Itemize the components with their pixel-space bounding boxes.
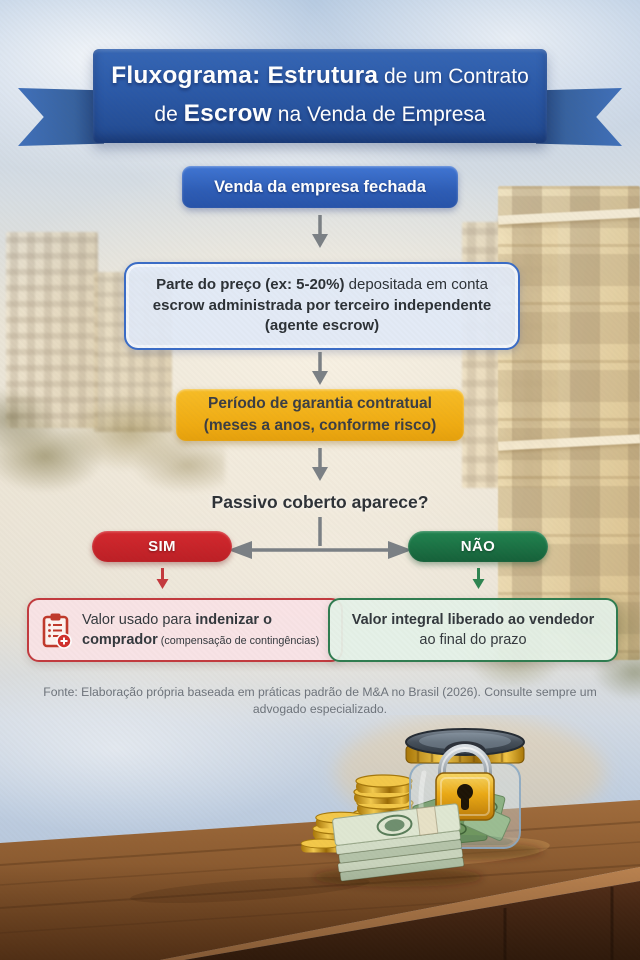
title-banner: Fluxograma: Estrutura de um Contrato de … (93, 49, 547, 143)
banner-title-line1: Fluxograma: Estrutura de um Contrato (111, 61, 529, 89)
node-escrow-deposit: Parte do preço (ex: 5-20%) depositada em… (124, 262, 520, 350)
decision-question-label: Passivo coberto aparece? (211, 492, 429, 512)
escrow-deposit-line2: escrow administrada por terceiro indepen… (152, 296, 492, 314)
desk-front (184, 881, 640, 960)
source-note-text: Fonte: Elaboração própria baseada em prá… (43, 685, 597, 717)
down-arrow-green-icon (472, 568, 485, 589)
decision-question: Passivo coberto aparece? (0, 492, 640, 513)
outcome-yes-box: Valor usado para indenizar o comprador (… (27, 598, 343, 662)
clipboard-plus-icon (42, 613, 72, 649)
building-cornice (497, 208, 640, 225)
down-arrow-icon (312, 215, 328, 248)
warranty-line1: Período de garantia contratual (208, 394, 432, 412)
money-jar-illustration (0, 715, 640, 960)
node-sale-closed-label: Venda da empresa fechada (214, 177, 426, 196)
pill-nao-label: NÃO (460, 538, 496, 555)
outcome-no-text: Valor integral liberado ao vendedor ao f… (351, 611, 595, 648)
outcome-no-box: Valor integral liberado ao vendedor ao f… (328, 598, 618, 662)
down-arrow-red-icon (156, 568, 169, 589)
branch-connector (228, 517, 412, 559)
source-note: Fonte: Elaboração própria baseada em prá… (30, 684, 610, 718)
escrow-deposit-line1: Parte do preço (ex: 5-20%) depositada em… (156, 275, 488, 293)
warranty-line2: (meses a anos, conforme risco) (203, 417, 437, 434)
building-cornice (497, 434, 640, 451)
cash-stack (332, 803, 465, 882)
pill-nao: NÃO (408, 531, 548, 562)
node-sale-closed: Venda da empresa fechada (182, 166, 458, 208)
outcome-yes-text: Valor usado para indenizar o comprador (… (82, 611, 320, 648)
down-arrow-icon (312, 448, 328, 481)
escrow-deposit-line3: (agente escrow) (264, 317, 380, 335)
pill-sim: SIM (92, 531, 232, 562)
pill-sim-label: SIM (148, 538, 176, 555)
desk-edge-bevel (160, 867, 640, 960)
down-arrow-icon (312, 352, 328, 385)
banner-title-line2: de Escrow na Venda de Empresa (154, 99, 486, 127)
node-warranty-period: Período de garantia contratual (meses a … (176, 389, 464, 441)
desk-panel-grooves (503, 887, 614, 960)
